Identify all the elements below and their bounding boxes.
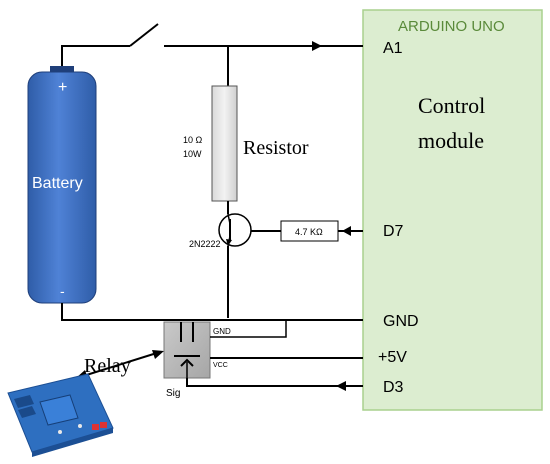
relay-pointer-arrow-right — [152, 350, 164, 359]
relay-pointer-line — [79, 351, 161, 378]
switch-blade — [129, 23, 159, 47]
power-resistor — [211, 85, 238, 202]
relay-pin-gnd: GND — [213, 327, 231, 336]
battery-plus-label: + — [58, 79, 67, 96]
resistor-label: Resistor — [243, 137, 309, 159]
arrow-d7 — [342, 226, 351, 236]
control-module-label-line1: Control — [418, 93, 485, 118]
resistor-value-line1: 10 Ω — [183, 135, 203, 145]
pin-a1-label: A1 — [383, 40, 403, 57]
pin-d3-label: D3 — [383, 379, 404, 396]
arrow-d3 — [336, 381, 346, 391]
arrow-a1 — [312, 41, 322, 51]
resistor-value-line2: 10W — [183, 149, 202, 159]
relay-module-image — [7, 373, 114, 457]
transistor-emitter-arrow — [226, 239, 232, 246]
transistor-collector — [227, 213, 231, 225]
transistor-label: 2N2222 — [189, 239, 221, 249]
transistor-2n2222 — [218, 213, 252, 247]
arduino-board — [362, 9, 543, 411]
battery-positive-cap — [50, 66, 74, 74]
pin-gnd-label: GND — [383, 313, 419, 330]
pin-d7-label: D7 — [383, 223, 404, 240]
wire-relay-gnd — [210, 320, 287, 338]
relay-contact-chevron — [180, 358, 194, 367]
arduino-title: ARDUINO UNO — [398, 18, 505, 35]
relay-pin-sig: Sig — [166, 388, 180, 399]
control-module-label-line2: module — [418, 128, 484, 153]
battery-label: Battery — [32, 175, 83, 192]
battery-minus-label: - — [60, 283, 65, 299]
relay-pin-vcc: VCC — [213, 362, 228, 369]
wire-battery-to-switch — [61, 45, 130, 66]
pin-5v-label: +5V — [378, 349, 407, 366]
base-resistor-label: 4.7 KΩ — [295, 227, 323, 237]
wire-relay-sig-d3 — [186, 378, 363, 387]
wire-battery-minus-to-gnd — [61, 303, 363, 321]
